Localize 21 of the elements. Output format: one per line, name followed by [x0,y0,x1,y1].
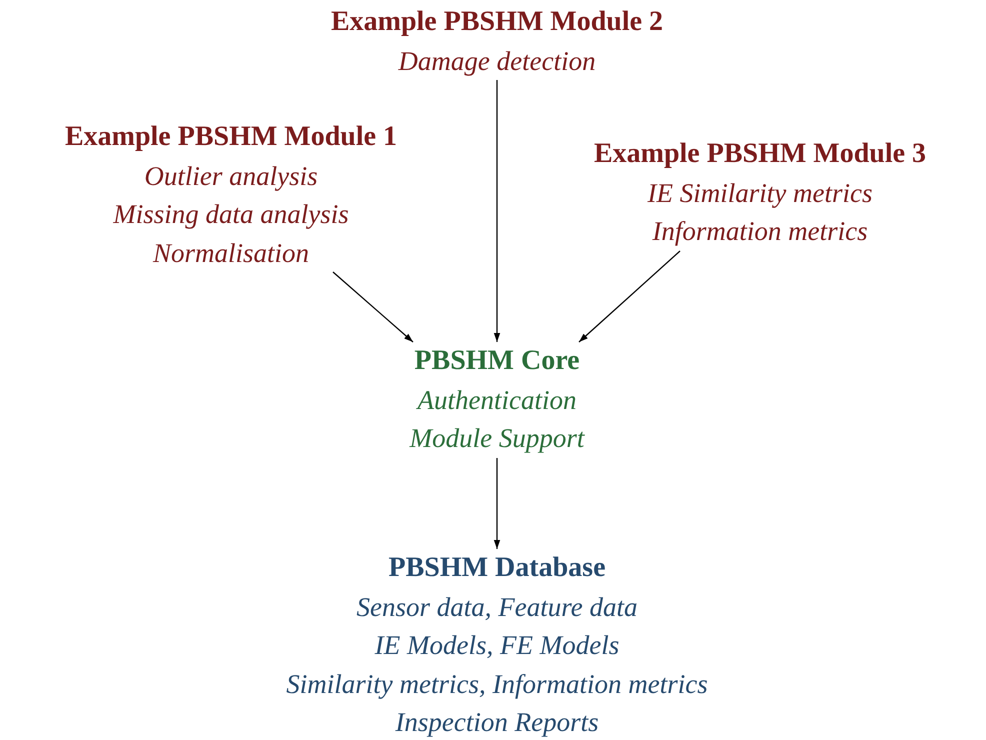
arrow [332,272,414,342]
arrow [494,458,500,549]
arrow [494,80,500,342]
node-heading: PBSHM Database [388,551,606,585]
node-item: IE Models, FE Models [374,629,620,662]
node-heading: Example PBSHM Module 2 [330,5,664,39]
node-item: Similarity metrics, Information metrics [285,668,709,701]
node-item: Module Support [408,422,586,455]
node-item: Outlier analysis [143,160,319,193]
arrow [578,250,680,342]
node-item: Damage detection [397,44,597,78]
node-item: Missing data analysis [112,198,350,231]
node-heading: PBSHM Core [413,344,581,378]
node-item: Inspection Reports [394,706,600,739]
node-item: Normalisation [152,236,310,270]
node-item: Information metrics [651,215,869,248]
node-item: Authentication [415,384,578,416]
node-heading: Example PBSHM Module 1 [64,120,398,154]
node-item: Sensor data, Feature data [356,590,638,624]
node-heading: Example PBSHM Module 3 [592,137,928,171]
node-item: IE Similarity metrics [646,176,874,210]
